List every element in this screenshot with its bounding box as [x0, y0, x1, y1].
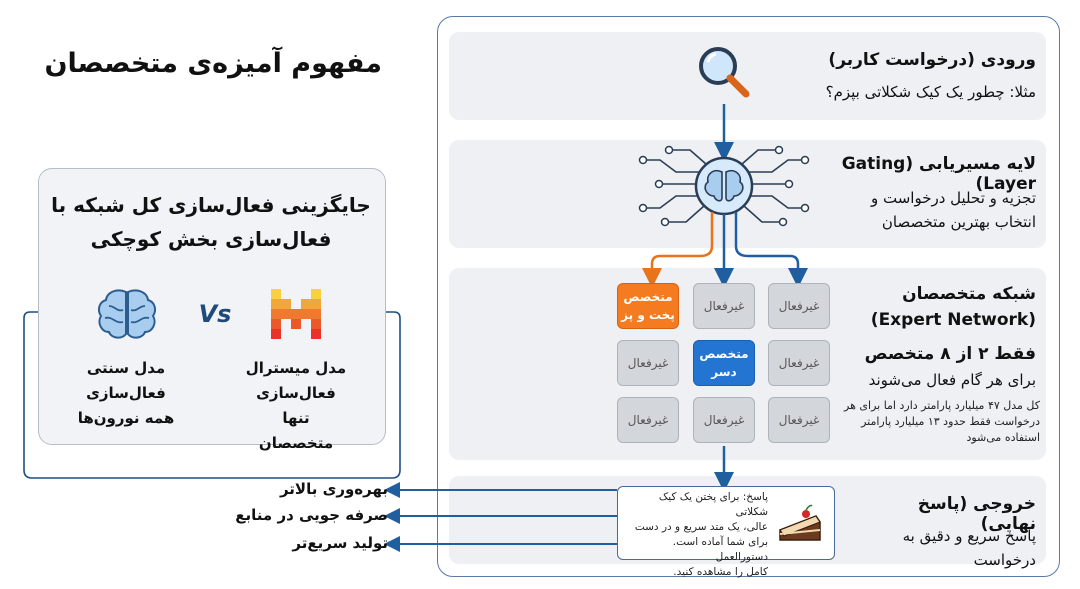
output-title: خروجی (پاسخ نهایی) [917, 494, 1036, 534]
expert-inactive: غیرفعال [768, 340, 830, 386]
mistral-logo-icon [271, 289, 321, 339]
traditional-caption-line2: فعال‌سازی [86, 384, 166, 402]
answer-line2: عالی، یک متد سریع و در دست [634, 521, 768, 533]
expert-dessert-line1: متخصص [699, 347, 749, 361]
gating-title: لایه مسیریابی (Gating Layer) [841, 154, 1036, 194]
experts-title: شبکه متخصصان [902, 284, 1036, 304]
traditional-caption: مدل سنتی فعال‌سازی همه نورون‌ها [70, 356, 182, 431]
experts-note-line3: استفاده می‌شود [966, 431, 1040, 444]
traditional-caption-line3: همه نورون‌ها [77, 409, 175, 427]
answer-line1: پاسخ: برای پختن یک کیک شکلاتی [658, 491, 768, 518]
expert-baking: متخصص پخت و پز [617, 283, 679, 329]
comparison-heading: جایگزینی فعال‌سازی کل شبکه با فعال‌سازی … [50, 188, 372, 256]
mistral-caption: مدل میسترال فعال‌سازی تنها متخصصان [240, 356, 352, 456]
expert-inactive: غیرفعال [617, 340, 679, 386]
vs-label: Vs [198, 300, 232, 328]
experts-active-line1: فقط ۲ از ۸ متخصص [864, 344, 1036, 364]
comparison-heading-line1: جایگزینی فعال‌سازی کل شبکه با [51, 193, 371, 217]
comparison-heading-line2: فعال‌سازی بخش کوچکی [90, 227, 332, 251]
benefit-resource-saving: صرفه جویی در منابع [235, 506, 388, 524]
expert-inactive: غیرفعال [768, 397, 830, 443]
mistral-caption-line2: فعال‌سازی تنها [256, 384, 336, 427]
expert-inactive: غیرفعال [768, 283, 830, 329]
expert-inactive: غیرفعال [693, 397, 755, 443]
input-title: ورودی (درخواست کاربر) [828, 50, 1036, 70]
brain-icon [97, 289, 157, 339]
expert-dessert-line2: دسر [711, 365, 737, 379]
gating-text-line1: تجزیه و تحلیل درخواست و [870, 189, 1036, 207]
magnifier-icon [699, 47, 750, 98]
page-title: مفهوم آمیزه‌ی متخصصان [44, 48, 382, 79]
experts-title-en: (Expert Network) [870, 310, 1036, 330]
expert-dessert: متخصص دسر [693, 340, 755, 386]
mistral-caption-line3: متخصصان [258, 434, 334, 452]
expert-baking-line2: پخت و پز [621, 308, 675, 322]
experts-note-line2: درخواست فقط حدود ۱۳ میلیارد پارامتر [861, 415, 1040, 428]
traditional-caption-line1: مدل سنتی [86, 359, 166, 377]
experts-active-line2: برای هر گام فعال می‌شوند [868, 371, 1036, 389]
gating-text-line2: انتخاب بهترین متخصصان [881, 213, 1036, 231]
expert-inactive: غیرفعال [617, 397, 679, 443]
input-example: مثلا: چطور یک کیک شکلاتی بپزم؟ [825, 83, 1036, 101]
answer-text: پاسخ: برای پختن یک کیک شکلاتی عالی، یک م… [623, 490, 768, 580]
experts-note: کل مدل ۴۷ میلیارد پارامتر دارد اما برای … [838, 398, 1040, 446]
comparison-card [38, 168, 386, 445]
output-text: پاسخ سریع و دقیق به درخواست [902, 527, 1036, 569]
answer-line3: برای شما آماده است. دستورالعمل [672, 536, 768, 563]
input-section [449, 32, 1046, 120]
gating-text: تجزیه و تحلیل درخواست و انتخاب بهترین مت… [810, 186, 1036, 234]
expert-inactive: غیرفعال [693, 283, 755, 329]
expert-baking-line1: متخصص [623, 290, 673, 304]
benefit-faster-generation: تولید سریع‌تر [292, 534, 388, 552]
experts-note-line1: کل مدل ۴۷ میلیارد پارامتر دارد اما برای … [844, 399, 1040, 412]
mistral-caption-line1: مدل میسترال [245, 359, 347, 377]
benefit-efficiency: بهره‌وری بالاتر [279, 480, 388, 498]
cake-icon [779, 504, 821, 541]
answer-line4: کامل را مشاهده کنید. [673, 566, 768, 578]
